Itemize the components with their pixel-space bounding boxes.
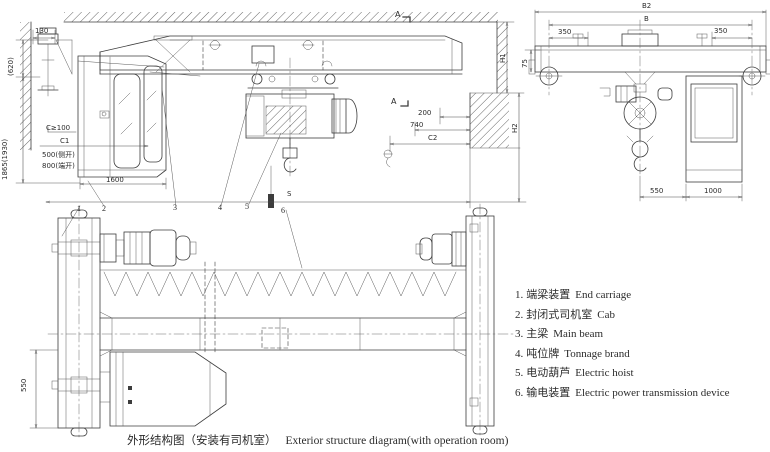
legend-zh: 电动葫芦: [526, 367, 571, 379]
cab-plan: [99, 351, 227, 427]
diagram-caption: 外形结构图（安装有司机室） Exterior structure diagram(…: [127, 432, 508, 448]
dim-h2: H2: [511, 123, 519, 133]
dim-350-right: 350: [714, 27, 728, 35]
legend-en: Electric hoist: [575, 367, 634, 379]
tonnage-plate: [251, 45, 275, 64]
dim-c1: C1: [60, 137, 70, 145]
dim-1865: 1865(1930): [1, 138, 9, 180]
legend-en: Cab: [597, 308, 615, 321]
festoon-cable: [99, 269, 467, 297]
section-mark-a-bottom: A: [391, 97, 397, 106]
legend-item-electric-hoist: 5.电动葫芦 Electric hoist: [515, 364, 770, 384]
hoist-trolley-hidden: [204, 261, 289, 353]
legend-zh: 端梁装置: [526, 289, 571, 301]
dim-b2: B2: [642, 2, 652, 10]
legend-en: End carriage: [575, 289, 632, 301]
legend-zh: 输电装置: [526, 386, 571, 399]
dim-620: (620): [7, 57, 15, 76]
callout-1: 1: [77, 204, 81, 213]
dim-1000-section: 1000: [704, 187, 722, 195]
legend-item-end-carriage: 1.端梁装置 End carriage: [515, 286, 770, 306]
dim-200: 200: [418, 109, 432, 117]
main-girder: [99, 35, 463, 75]
main-beam-plan: [47, 311, 517, 357]
callout-5: 5: [245, 202, 249, 211]
callout-2: 2: [102, 204, 106, 213]
electric-hoist-elevation: [245, 57, 358, 208]
section-mark-a-top: A: [395, 10, 401, 19]
legend-num: 3.: [515, 328, 524, 340]
legend-en: Electric power transmission device: [575, 386, 730, 399]
legend-en: Tonnage brand: [564, 347, 630, 360]
door-handle: [99, 110, 110, 119]
legend-num: 4.: [515, 347, 524, 360]
dim-350-left: 350: [558, 28, 572, 36]
electric-hoist-section: [599, 19, 673, 177]
legend-en: Main beam: [553, 328, 604, 340]
legend-num: 2.: [515, 308, 524, 321]
dim-b: B: [644, 15, 649, 23]
legend-item-power-device: 6.输电装置 Electric power transmission device: [515, 384, 770, 404]
plan-view: [29, 203, 517, 441]
right-end-carriage-plan: [465, 203, 495, 439]
end-stop-buffer: [37, 27, 73, 97]
cab-section: [685, 75, 743, 183]
cab-elevation: [77, 55, 167, 178]
dim-1600: 1600: [106, 176, 124, 184]
caption-en: Exterior structure diagram(with operatio…: [285, 435, 509, 447]
hook: [633, 156, 647, 172]
legend-num: 5.: [515, 367, 524, 379]
legend-zh: 吨位牌: [526, 347, 560, 360]
dim-800-end: 800(端开): [42, 162, 75, 170]
dim-h1: H1: [499, 53, 507, 63]
hook: [283, 157, 297, 173]
callout-4: 4: [218, 203, 222, 212]
dim-740: 740: [410, 121, 424, 129]
section-aa-view: [524, 9, 770, 202]
legend-num: 6.: [515, 386, 524, 399]
front-dims-right: [45, 21, 527, 209]
callout-leaders: [61, 63, 303, 269]
dim-c2: C2: [428, 134, 438, 142]
right-travel-motor: [415, 231, 467, 267]
dim-75: 75: [521, 59, 529, 68]
callout-6: 6: [281, 206, 285, 215]
parts-legend: 1.端梁装置 End carriage 2.封闭式司机室 Cab 3.主梁 Main …: [515, 286, 770, 403]
section-a-markers: [400, 16, 411, 107]
legend-item-main-beam: 3.主梁 Main beam: [515, 325, 770, 345]
front-elevation-view: [15, 12, 527, 269]
dim-500-side: 500(侧开): [42, 151, 75, 159]
left-travel-motor: [99, 229, 197, 267]
dim-550-section: 550: [650, 187, 664, 195]
dim-s: S: [287, 190, 292, 198]
dim-550-plan: 550: [20, 378, 28, 392]
front-dims-left: [15, 29, 167, 190]
legend-num: 1.: [515, 289, 524, 301]
left-end-carriage-plan: [51, 205, 101, 441]
section-dims-bottom: [639, 175, 743, 202]
legend-item-tonnage-brand: 4.吨位牌 Tonnage brand: [515, 345, 770, 365]
dim-130: 130: [35, 27, 49, 35]
caption-zh: 外形结构图（安装有司机室）: [127, 435, 277, 447]
legend-item-cab: 2.封闭式司机室 Cab: [515, 306, 770, 326]
plan-dim-550: [29, 349, 59, 429]
dim-c100: C≥100: [46, 124, 71, 132]
legend-zh: 封闭式司机室: [526, 308, 593, 321]
legend-zh: 主梁: [526, 328, 549, 340]
callout-3: 3: [173, 203, 177, 212]
